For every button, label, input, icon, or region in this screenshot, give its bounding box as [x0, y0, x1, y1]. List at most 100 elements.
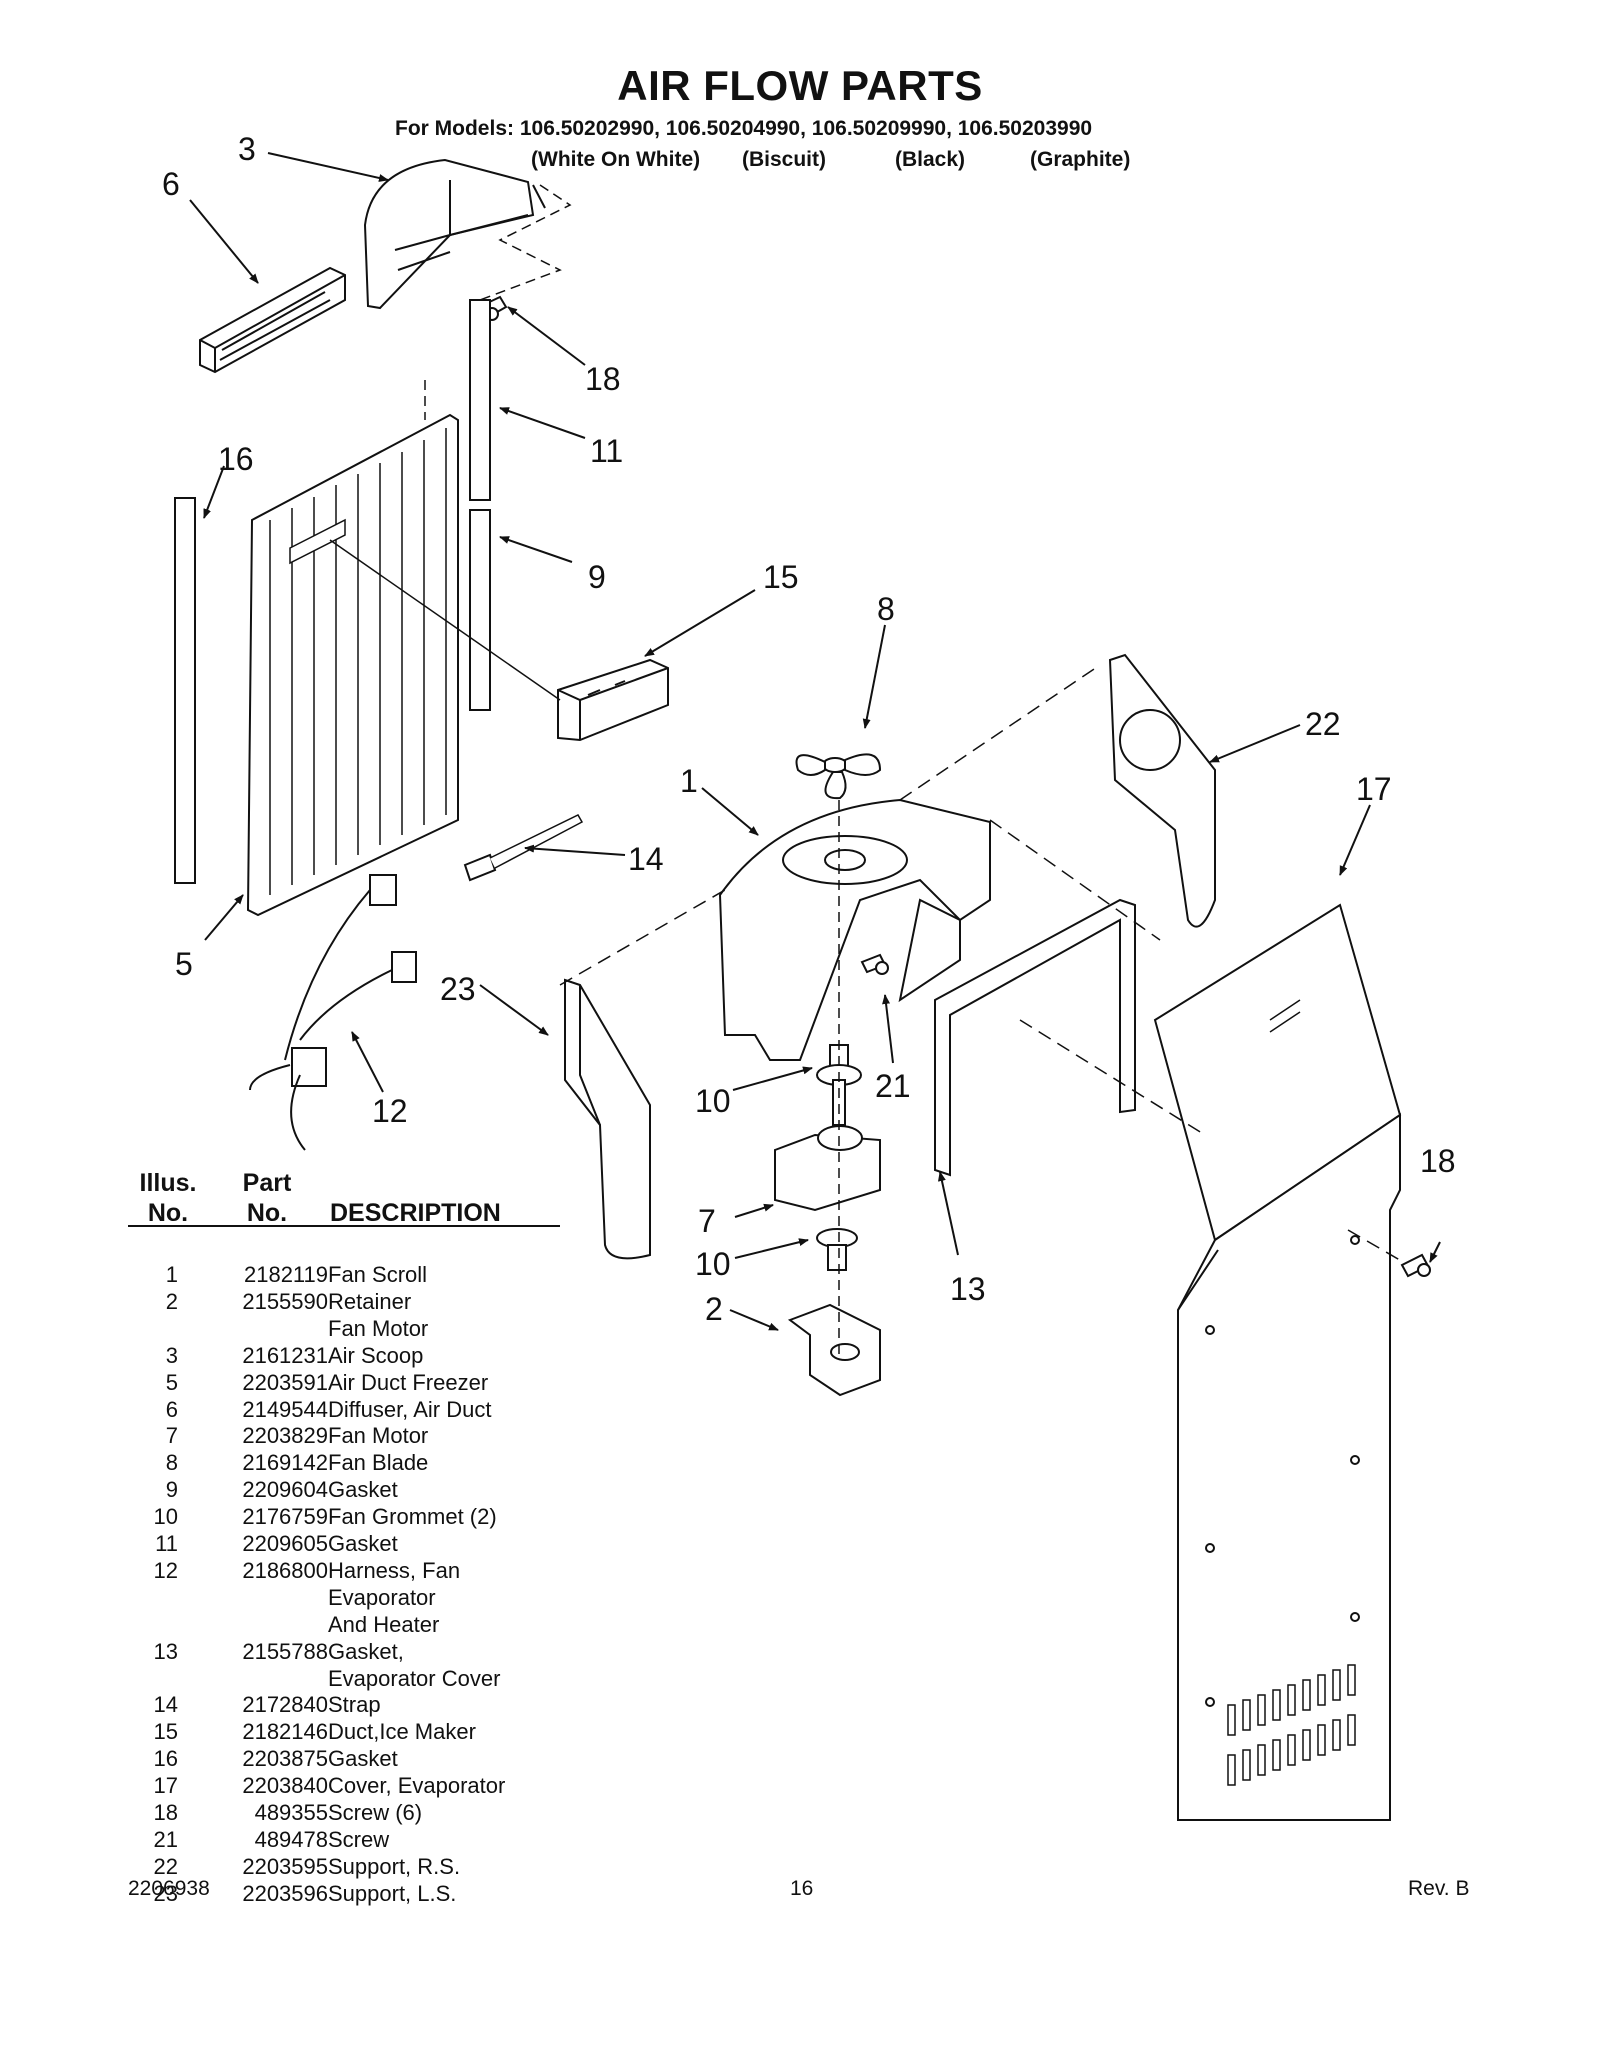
description: Gasket — [328, 1746, 398, 1772]
description: Fan Motor — [328, 1423, 429, 1449]
part-gasket-upper — [469, 299, 491, 501]
description: Screw (6) — [328, 1800, 423, 1825]
callout-15: 15 — [763, 559, 799, 595]
finish-graphite: (Graphite) — [1030, 148, 1131, 171]
description: Harness, Fan — [328, 1557, 461, 1583]
callout-8: 8 — [877, 591, 895, 627]
part-support-right — [1108, 653, 1216, 928]
part-air-scoop — [363, 158, 546, 310]
callout-leaders — [189, 152, 1441, 1331]
description: Support, R.S. — [328, 1853, 461, 1879]
callout-13: 13 — [950, 1271, 986, 1307]
description: Screw — [328, 1826, 390, 1852]
part-no: 2203840 — [242, 1773, 328, 1799]
part-no: 2203829 — [242, 1423, 328, 1449]
part-no: 2161231 — [242, 1342, 328, 1368]
part-no: 2155788 — [242, 1638, 328, 1664]
part-harness — [249, 874, 417, 1151]
description: Duct,Ice Maker — [328, 1719, 476, 1745]
callout-12: 12 — [372, 1093, 408, 1129]
col-head-illus: Illus. No. — [133, 1168, 203, 1228]
part-no: 2182146 — [242, 1719, 328, 1745]
part-diffuser — [199, 266, 346, 374]
description: Air Duct Freezer — [328, 1369, 489, 1395]
part-no: 2203595 — [242, 1853, 328, 1879]
part-no: 2169142 — [242, 1450, 328, 1476]
finish-black: (Black) — [895, 148, 966, 171]
description: Fan Motor — [328, 1315, 429, 1341]
illus-no: 15 — [153, 1719, 178, 1745]
callout-numbers: 3 6 18 11 16 9 15 8 22 1 17 14 5 23 12 2… — [162, 131, 1456, 1327]
col-head-part-line1: Part — [242, 1169, 292, 1197]
illus-no: 10 — [153, 1504, 178, 1530]
callout-18-top: 18 — [585, 361, 621, 397]
illus-no: 22 — [153, 1853, 178, 1879]
illus-no: 16 — [153, 1746, 178, 1772]
part-no: 489478 — [254, 1826, 328, 1852]
illus-no: 21 — [153, 1826, 178, 1852]
description: Evaporator — [328, 1584, 436, 1610]
illus-no: 6 — [165, 1396, 178, 1422]
callout-16: 16 — [218, 441, 254, 477]
part-fan-motor — [774, 1079, 881, 1212]
doc-number: 2206938 — [128, 1877, 210, 1900]
part-screw-right — [1400, 1253, 1431, 1278]
illus-no: 13 — [153, 1638, 178, 1664]
illus-no: 8 — [165, 1450, 178, 1476]
part-no: 2176759 — [242, 1504, 328, 1530]
part-no: 2203591 — [242, 1369, 328, 1395]
part-no: 489355 — [254, 1800, 328, 1825]
col-head-part-line2: No. — [246, 1199, 288, 1227]
part-gasket-evap-cover — [934, 898, 1136, 1177]
callout-21: 21 — [875, 1068, 911, 1104]
finish-biscuit: (Biscuit) — [742, 148, 826, 171]
part-air-duct-freezer — [246, 413, 459, 917]
part-screw-21 — [860, 953, 889, 975]
callout-7: 7 — [698, 1203, 716, 1239]
part-gasket-left — [174, 497, 196, 884]
description: Strap — [328, 1692, 381, 1718]
part-evaporator-cover — [1153, 903, 1402, 1821]
part-no: 2209605 — [242, 1531, 328, 1556]
assembly-dash-lines — [559, 664, 1406, 1264]
part-retainer — [787, 1303, 881, 1397]
finish-white: (White On White) — [531, 148, 701, 171]
description: And Heater — [328, 1611, 440, 1637]
part-no: 2209604 — [242, 1477, 328, 1503]
callout-18-right: 18 — [1420, 1143, 1456, 1179]
illus-no: 18 — [153, 1800, 178, 1825]
leader-duct-icemaker — [329, 539, 561, 701]
description: Cover, Evaporator — [328, 1773, 506, 1799]
callout-17: 17 — [1356, 771, 1392, 807]
revision: Rev. B — [1408, 1877, 1470, 1900]
description: Fan Blade — [328, 1450, 429, 1476]
part-fan-grommet-lower — [816, 1228, 858, 1271]
callout-9: 9 — [588, 559, 606, 595]
col-head-illus-line1: Illus. — [139, 1169, 197, 1197]
description: Gasket — [328, 1477, 398, 1503]
col-head-part: Part No. — [232, 1168, 302, 1228]
part-no: 2172840 — [242, 1692, 328, 1718]
illus-no: 7 — [165, 1423, 178, 1449]
illus-no: 14 — [153, 1692, 178, 1718]
description: Fan Scroll — [328, 1262, 428, 1287]
part-no: 2155590 — [242, 1288, 328, 1314]
callout-3: 3 — [238, 131, 256, 167]
col-head-description: DESCRIPTION — [330, 1199, 501, 1227]
part-fan-scroll — [718, 798, 991, 1061]
callout-6: 6 — [162, 166, 180, 202]
illus-no: 12 — [153, 1557, 178, 1583]
callout-22: 22 — [1305, 706, 1341, 742]
illus-no: 1 — [165, 1262, 178, 1287]
callout-2: 2 — [705, 1291, 723, 1327]
part-no: 2203875 — [242, 1746, 328, 1772]
illus-no: 11 — [155, 1531, 178, 1556]
callout-5: 5 — [175, 946, 193, 982]
callout-10-upper: 10 — [695, 1083, 731, 1119]
illus-no: 2 — [165, 1288, 178, 1314]
illus-no: 17 — [153, 1773, 178, 1799]
callout-1: 1 — [680, 763, 698, 799]
page-number: 16 — [790, 1877, 814, 1900]
models-line: For Models: 106.50202990, 106.50204990, … — [395, 117, 1093, 140]
description: Diffuser, Air Duct — [328, 1396, 492, 1422]
